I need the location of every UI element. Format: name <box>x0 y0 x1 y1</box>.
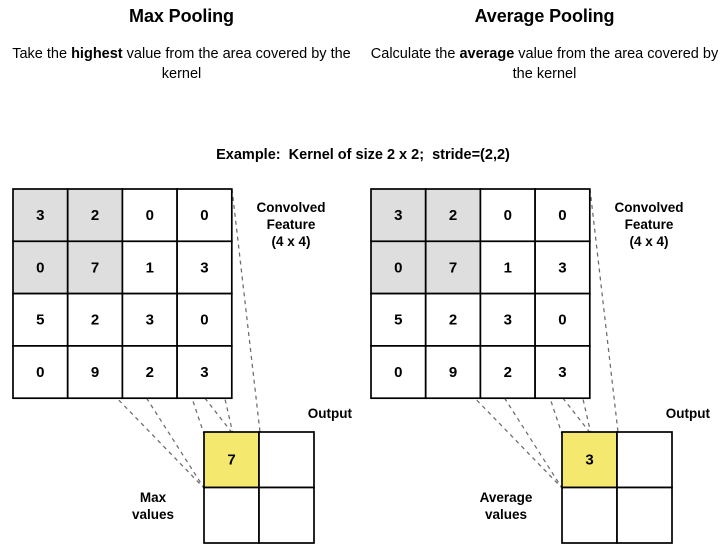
grid-cell-value: 3 <box>558 259 566 276</box>
grid-cell-value: 5 <box>36 312 44 329</box>
grid-cell <box>176 345 233 400</box>
grid-cell <box>12 188 69 243</box>
desc-prefix: Take the <box>12 46 72 62</box>
panel-max-pooling: Max Pooling Take the highest value from … <box>6 6 357 544</box>
grid-cell-value: 0 <box>200 207 208 224</box>
panel-description: Take the highest value from the area cov… <box>6 44 357 84</box>
desc-suffix: value from the area covered by the kerne… <box>512 46 719 82</box>
grid-cell-value: 0 <box>200 312 208 329</box>
grid-cell <box>424 188 482 243</box>
values-label-line2: values <box>131 507 175 522</box>
grid-cell-value: 3 <box>394 207 402 224</box>
grid-cell-value: 7 <box>449 259 457 276</box>
grid-cell-value: 9 <box>91 364 99 381</box>
grid-cell <box>370 292 427 347</box>
grid-cell-value: 2 <box>146 364 154 381</box>
grid-cell-value: 0 <box>504 207 512 224</box>
panel-title: Max Pooling <box>129 6 234 26</box>
grid-cell <box>534 188 591 243</box>
grid-cell-value: 9 <box>449 364 457 381</box>
desc-emphasis: highest <box>71 46 123 62</box>
conv-label-line3: (4 x 4) <box>271 234 311 249</box>
output-label: Output <box>307 406 352 421</box>
grid-cell <box>121 240 178 295</box>
conv-label-line3: (4 x 4) <box>629 234 669 249</box>
grid-cell-value: 0 <box>558 207 566 224</box>
convolved-feature-label: Convolved Feature (4 x 4) <box>236 199 346 250</box>
grid-cell-value: 2 <box>449 207 457 224</box>
desc-emphasis: average <box>459 46 515 62</box>
grid-cell-value: 0 <box>394 364 402 381</box>
grid-cell-value: 3 <box>200 259 208 276</box>
grid-cell <box>203 486 260 544</box>
grid-cell-value: 3 <box>558 364 566 381</box>
grid-cell-value: 1 <box>504 259 512 276</box>
grid-cell <box>534 240 591 295</box>
grid-cell-value: 3 <box>36 207 44 224</box>
grid-cell <box>616 486 673 544</box>
grid-cell-value: 3 <box>585 452 593 469</box>
values-label-line1: Average <box>479 490 533 505</box>
grid-cell-value: 1 <box>146 259 154 276</box>
grid-cell-value: 3 <box>200 364 208 381</box>
grid-cell <box>561 431 618 489</box>
conv-label-line2: Feature <box>266 217 316 232</box>
grid-cell <box>66 345 124 400</box>
values-label-line2: values <box>484 507 528 522</box>
grid-cell-value: 0 <box>36 259 44 276</box>
values-label-line1: Max <box>139 490 167 505</box>
max-pooling-diagram: 3 2 0 0 0 7 1 3 5 2 3 0 0 9 2 3 7 <box>12 188 315 544</box>
grid-cell <box>561 486 618 544</box>
grid-cell-value: 2 <box>504 364 512 381</box>
grid-cell <box>479 188 536 243</box>
grid-cell <box>370 188 427 243</box>
convolved-feature-grid: 3 2 0 0 0 7 1 3 5 2 3 0 0 9 2 3 <box>12 188 233 400</box>
grid-cell <box>258 486 315 544</box>
desc-suffix: value from the area covered by the kerne… <box>122 46 351 82</box>
desc-prefix: Calculate the <box>370 46 460 62</box>
grid-cell-value: 0 <box>146 207 154 224</box>
grid-cell-value: 0 <box>36 364 44 381</box>
grid-cell-value: 7 <box>227 452 235 469</box>
output-label: Output <box>665 406 710 421</box>
grid-cell <box>176 292 233 347</box>
grid-cell-value: 2 <box>91 207 99 224</box>
conv-label-line1: Convolved <box>256 200 326 215</box>
grid-cell <box>479 240 536 295</box>
grid-cell-value: 5 <box>394 312 402 329</box>
conv-label-line2: Feature <box>624 217 674 232</box>
panel-title: Average Pooling <box>474 6 615 26</box>
output-grid: 7 <box>203 431 315 544</box>
convolved-feature-label: Convolved Feature (4 x 4) <box>594 199 704 250</box>
values-label: Average values <box>456 489 556 523</box>
panel-average-pooling: Average Pooling Calculate the average va… <box>363 0 726 550</box>
grid-cell <box>121 345 178 400</box>
grid-cell <box>12 292 69 347</box>
grid-cell-value: 2 <box>91 312 99 329</box>
grid-cell-value: 3 <box>146 312 154 329</box>
grid-cell <box>66 188 124 243</box>
average-pooling-diagram: 3 2 0 0 0 7 1 3 5 2 3 0 0 9 2 3 3 <box>363 0 726 550</box>
values-label: Max values <box>108 489 198 523</box>
output-grid: 3 <box>561 431 673 544</box>
grid-cell-value: 3 <box>504 312 512 329</box>
grid-cell-value: 0 <box>558 312 566 329</box>
grid-cell <box>258 431 315 489</box>
grid-cell-value: 0 <box>394 259 402 276</box>
grid-cell <box>616 431 673 489</box>
grid-cell-value: 7 <box>91 259 99 276</box>
grid-cell <box>203 431 260 489</box>
grid-cell <box>479 345 536 400</box>
grid-cell <box>12 345 69 400</box>
grid-cell <box>176 188 233 243</box>
example-caption: Example: Kernel of size 2 x 2; stride=(2… <box>216 147 510 163</box>
grid-cell <box>534 345 591 400</box>
panel-description: Calculate the average value from the are… <box>369 44 720 84</box>
conv-label-line1: Convolved <box>614 200 684 215</box>
convolved-feature-grid: 3 2 0 0 0 7 1 3 5 2 3 0 0 9 2 3 <box>370 188 591 400</box>
grid-cell-value: 2 <box>449 312 457 329</box>
grid-cell <box>66 292 124 347</box>
